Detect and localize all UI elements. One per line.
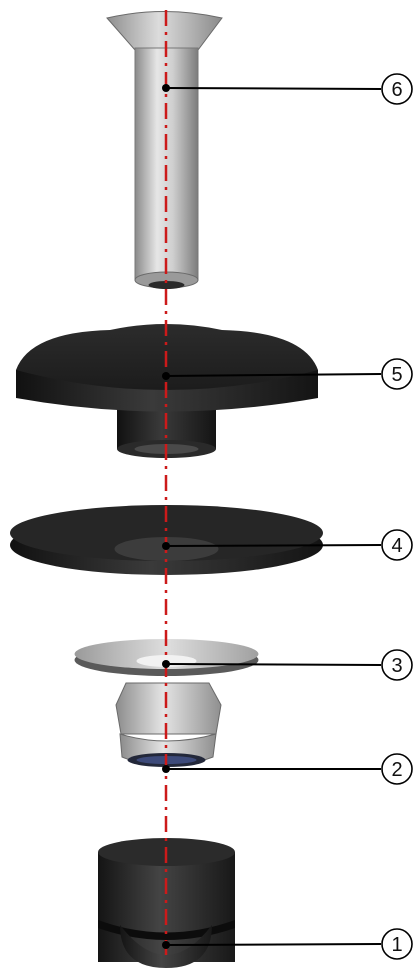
callout-5: 5 [162,358,413,390]
callout-number-4: 4 [391,535,402,557]
callout-3: 3 [162,649,413,681]
leader-line-4 [165,544,382,547]
callout-1: 1 [162,928,413,960]
callout-circle-4 [381,529,413,561]
leader-dot-2 [162,765,170,773]
part-2-hex-lock-nut [115,682,222,767]
callout-6: 6 [162,73,413,105]
leader-dot-4 [162,542,170,550]
callout-4: 4 [162,529,413,561]
callout-circle-6 [381,73,413,105]
callout-number-5: 5 [391,364,402,386]
callout-2: 2 [162,753,413,785]
leader-line-1 [165,943,382,946]
callouts: 1 2 3 4 5 6 [162,73,413,960]
part-6-countersunk-bolt [106,11,223,289]
callout-number-3: 3 [391,655,402,677]
leader-dot-6 [162,84,170,92]
callout-circle-1 [381,928,413,960]
callout-circle-2 [381,753,413,785]
callout-number-6: 6 [391,79,402,101]
leader-dot-5 [162,372,170,380]
leader-line-6 [165,87,382,90]
callout-number-1: 1 [391,934,402,956]
callout-circle-3 [381,649,413,681]
leader-line-3 [165,663,382,666]
leader-line-5 [165,373,382,377]
callout-circle-5 [381,358,413,390]
leader-dot-3 [162,660,170,668]
callout-number-2: 2 [391,759,402,781]
leader-dot-1 [162,941,170,949]
